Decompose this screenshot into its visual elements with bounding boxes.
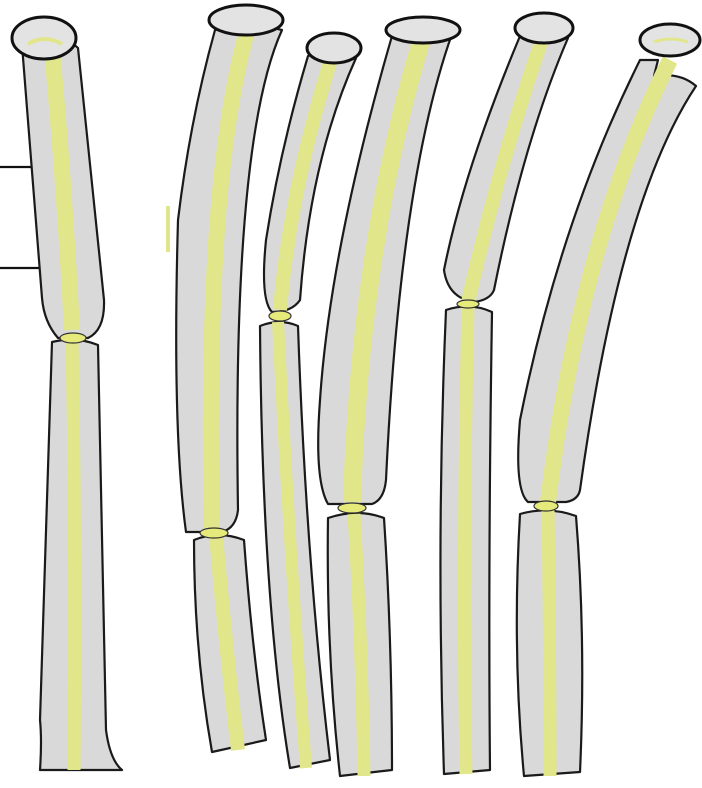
stem-1-node bbox=[60, 333, 86, 343]
stem-6-upper-segment bbox=[518, 60, 696, 502]
stem-5-lower-core bbox=[464, 306, 468, 774]
stem-6-node bbox=[534, 501, 558, 511]
stem-5-node bbox=[457, 300, 479, 308]
stem-3-cap bbox=[307, 33, 361, 63]
stem-1-lower-core bbox=[72, 342, 75, 770]
stem-3-node bbox=[269, 311, 291, 321]
stem-5-cap bbox=[515, 13, 573, 43]
stem-6 bbox=[517, 24, 700, 776]
stem-4 bbox=[318, 17, 460, 776]
stem-1 bbox=[12, 17, 122, 770]
stem-2-node bbox=[200, 528, 228, 538]
stem-4-node bbox=[338, 503, 366, 513]
stray-mark bbox=[166, 206, 170, 252]
stem-6-lower-core bbox=[548, 510, 550, 776]
stem-2-cap bbox=[209, 5, 283, 35]
stem-4-cap bbox=[386, 17, 460, 43]
